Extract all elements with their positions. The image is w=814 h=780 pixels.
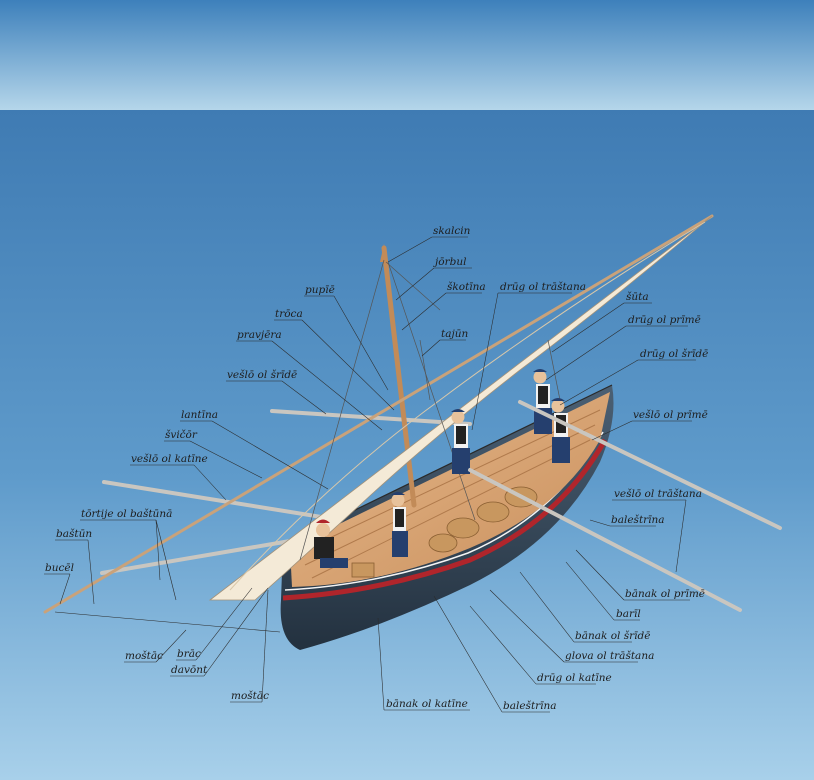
label-lantina: lantīna <box>181 409 218 421</box>
sailors <box>314 369 570 568</box>
label-banak-katine: bānak ol katīne <box>386 698 468 710</box>
label-mostac-1: moštāc <box>125 650 163 662</box>
sailor-standing-2 <box>451 409 470 474</box>
label-pupie: pupīē <box>305 284 335 296</box>
label-banak-sride: bānak ol šrīdē <box>575 630 650 642</box>
sky <box>0 0 814 110</box>
label-pravjera: pravjēra <box>237 329 282 341</box>
sailor-stern-seated <box>314 519 348 568</box>
label-balestrina-2: baleštrīna <box>503 700 557 712</box>
label-veslo-prime: vešlō ol prīmē <box>633 409 708 421</box>
label-baril: barīl <box>616 608 641 620</box>
label-drug-prime: drūg ol prīmē <box>628 314 701 326</box>
label-drug-katine: drūg ol katīne <box>537 672 612 684</box>
part-labels: skalcin jōrbul škotīna drūg ol trāštana … <box>45 225 708 712</box>
oars-front <box>468 400 782 612</box>
label-troca: trōca <box>275 308 303 320</box>
label-balestrina-1: baleštrīna <box>611 514 665 526</box>
label-drug-trastana: drūg ol trāštana <box>500 281 586 293</box>
label-svicor: švičōr <box>165 428 198 441</box>
label-davont: davōnt <box>171 664 208 676</box>
label-bucel: bucēl <box>45 562 74 574</box>
label-veslo-trastana: vešlō ol trāštana <box>614 488 702 500</box>
label-mostac-2: moštāc <box>231 690 269 702</box>
label-jorbul: jōrbul <box>433 256 466 268</box>
label-banak-prime: bānak ol prīmē <box>625 588 705 600</box>
label-veslo-katine: vešlō ol katīne <box>131 453 208 465</box>
label-glova-trastana: glova ol trāštana <box>565 650 654 662</box>
sailor-standing-3 <box>533 369 552 434</box>
sailor-standing-1 <box>391 492 408 557</box>
rigging <box>43 214 714 614</box>
label-skalcin: skalcin <box>433 225 471 237</box>
label-tajun: tajūn <box>441 328 468 340</box>
leader-lines <box>44 236 696 713</box>
label-suta: šūta <box>626 291 649 303</box>
label-brac: brāc <box>177 648 201 660</box>
label-skotina: škotīna <box>447 281 486 293</box>
label-veslo-sride: vešlō ol šrīdē <box>227 369 297 381</box>
label-bastun: baštūn <box>56 528 92 540</box>
label-tortije: tōrtije ol baštūnā <box>81 508 172 520</box>
label-drug-sride: drūg ol šrīdē <box>640 348 708 360</box>
